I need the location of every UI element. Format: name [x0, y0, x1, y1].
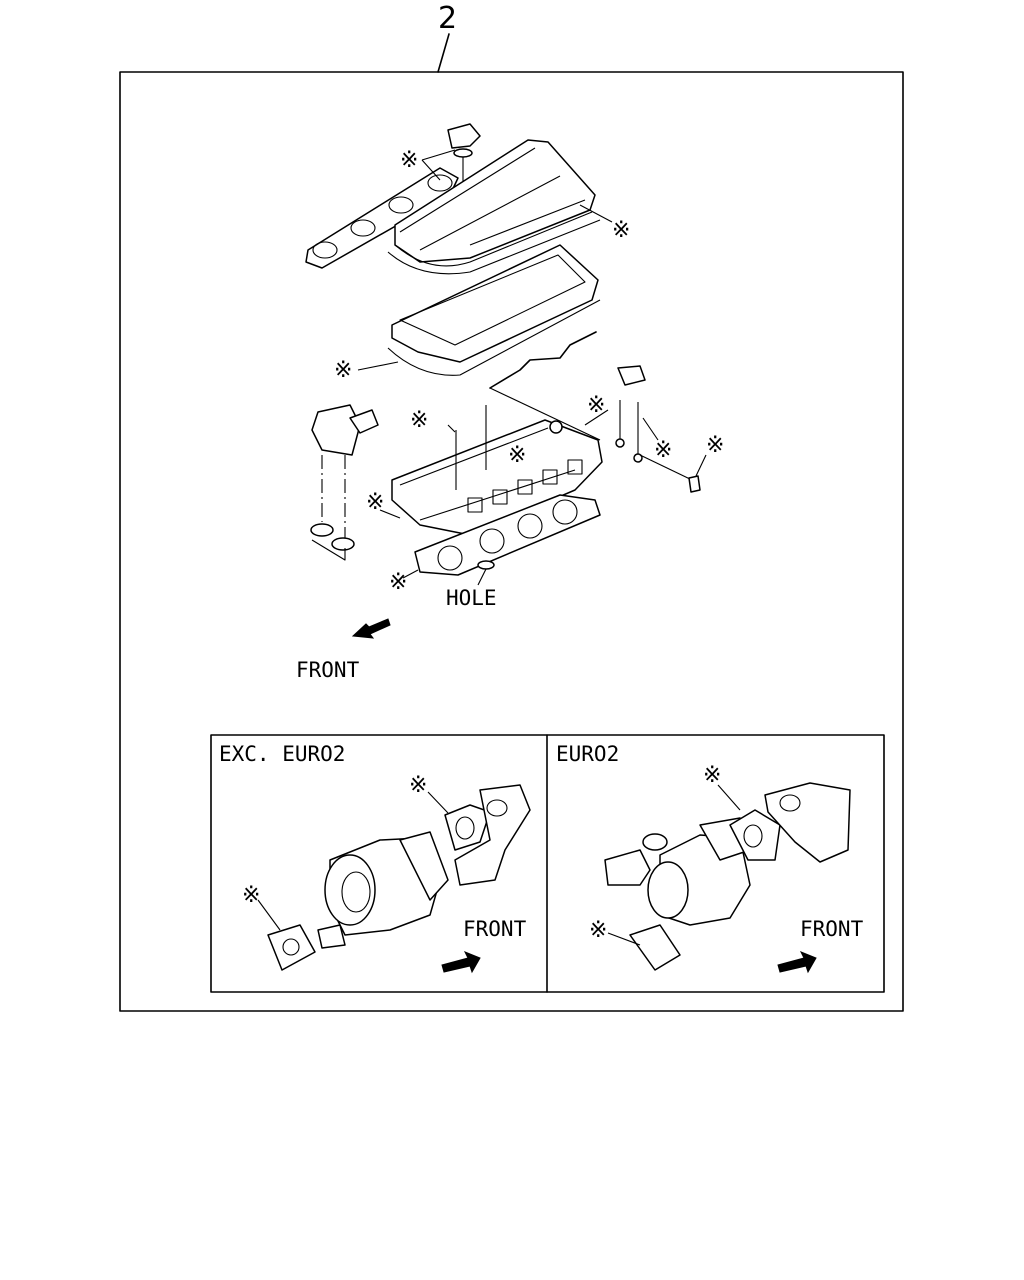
gasket-mark: ※ — [366, 490, 385, 515]
gasket-mark: ※ — [654, 438, 673, 463]
gasket-mark: ※ — [242, 883, 261, 908]
gasket-mark: ※ — [400, 148, 419, 173]
inset-left-title: EXC. EURO2 — [219, 742, 346, 766]
head-gasket — [402, 494, 601, 586]
hole-label: HOLE — [446, 586, 497, 610]
callout-number: 2 — [438, 1, 458, 36]
gasket-mark: ※ — [334, 358, 353, 383]
gasket-mark: ※ — [589, 918, 608, 943]
gasket-mark: ※ — [508, 443, 527, 468]
main-frame — [119, 71, 904, 1012]
turbo-exc-euro2 — [257, 784, 531, 974]
water-outlet — [310, 404, 379, 561]
valve-parts — [615, 365, 701, 493]
gasket-mark: ※ — [409, 773, 428, 798]
inset-right-title: EURO2 — [556, 742, 620, 766]
cam-housing — [357, 244, 601, 389]
head-cover — [387, 139, 613, 275]
inset-left-front-label: FRONT — [463, 917, 527, 941]
turbo-euro2 — [604, 782, 851, 974]
cylinder-head — [391, 387, 603, 536]
gasket-mark: ※ — [389, 570, 408, 595]
gasket-mark: ※ — [410, 408, 429, 433]
front-label-main: FRONT — [296, 658, 360, 682]
front-arrow-main — [351, 618, 391, 639]
gasket-mark: ※ — [587, 393, 606, 418]
gasket-mark: ※ — [706, 433, 725, 458]
gasket-mark: ※ — [703, 763, 722, 788]
gasket-mark: ※ — [612, 218, 631, 243]
star-leaders — [379, 149, 707, 519]
inset-right-front-label: FRONT — [800, 917, 864, 941]
callout-leader — [437, 33, 450, 73]
